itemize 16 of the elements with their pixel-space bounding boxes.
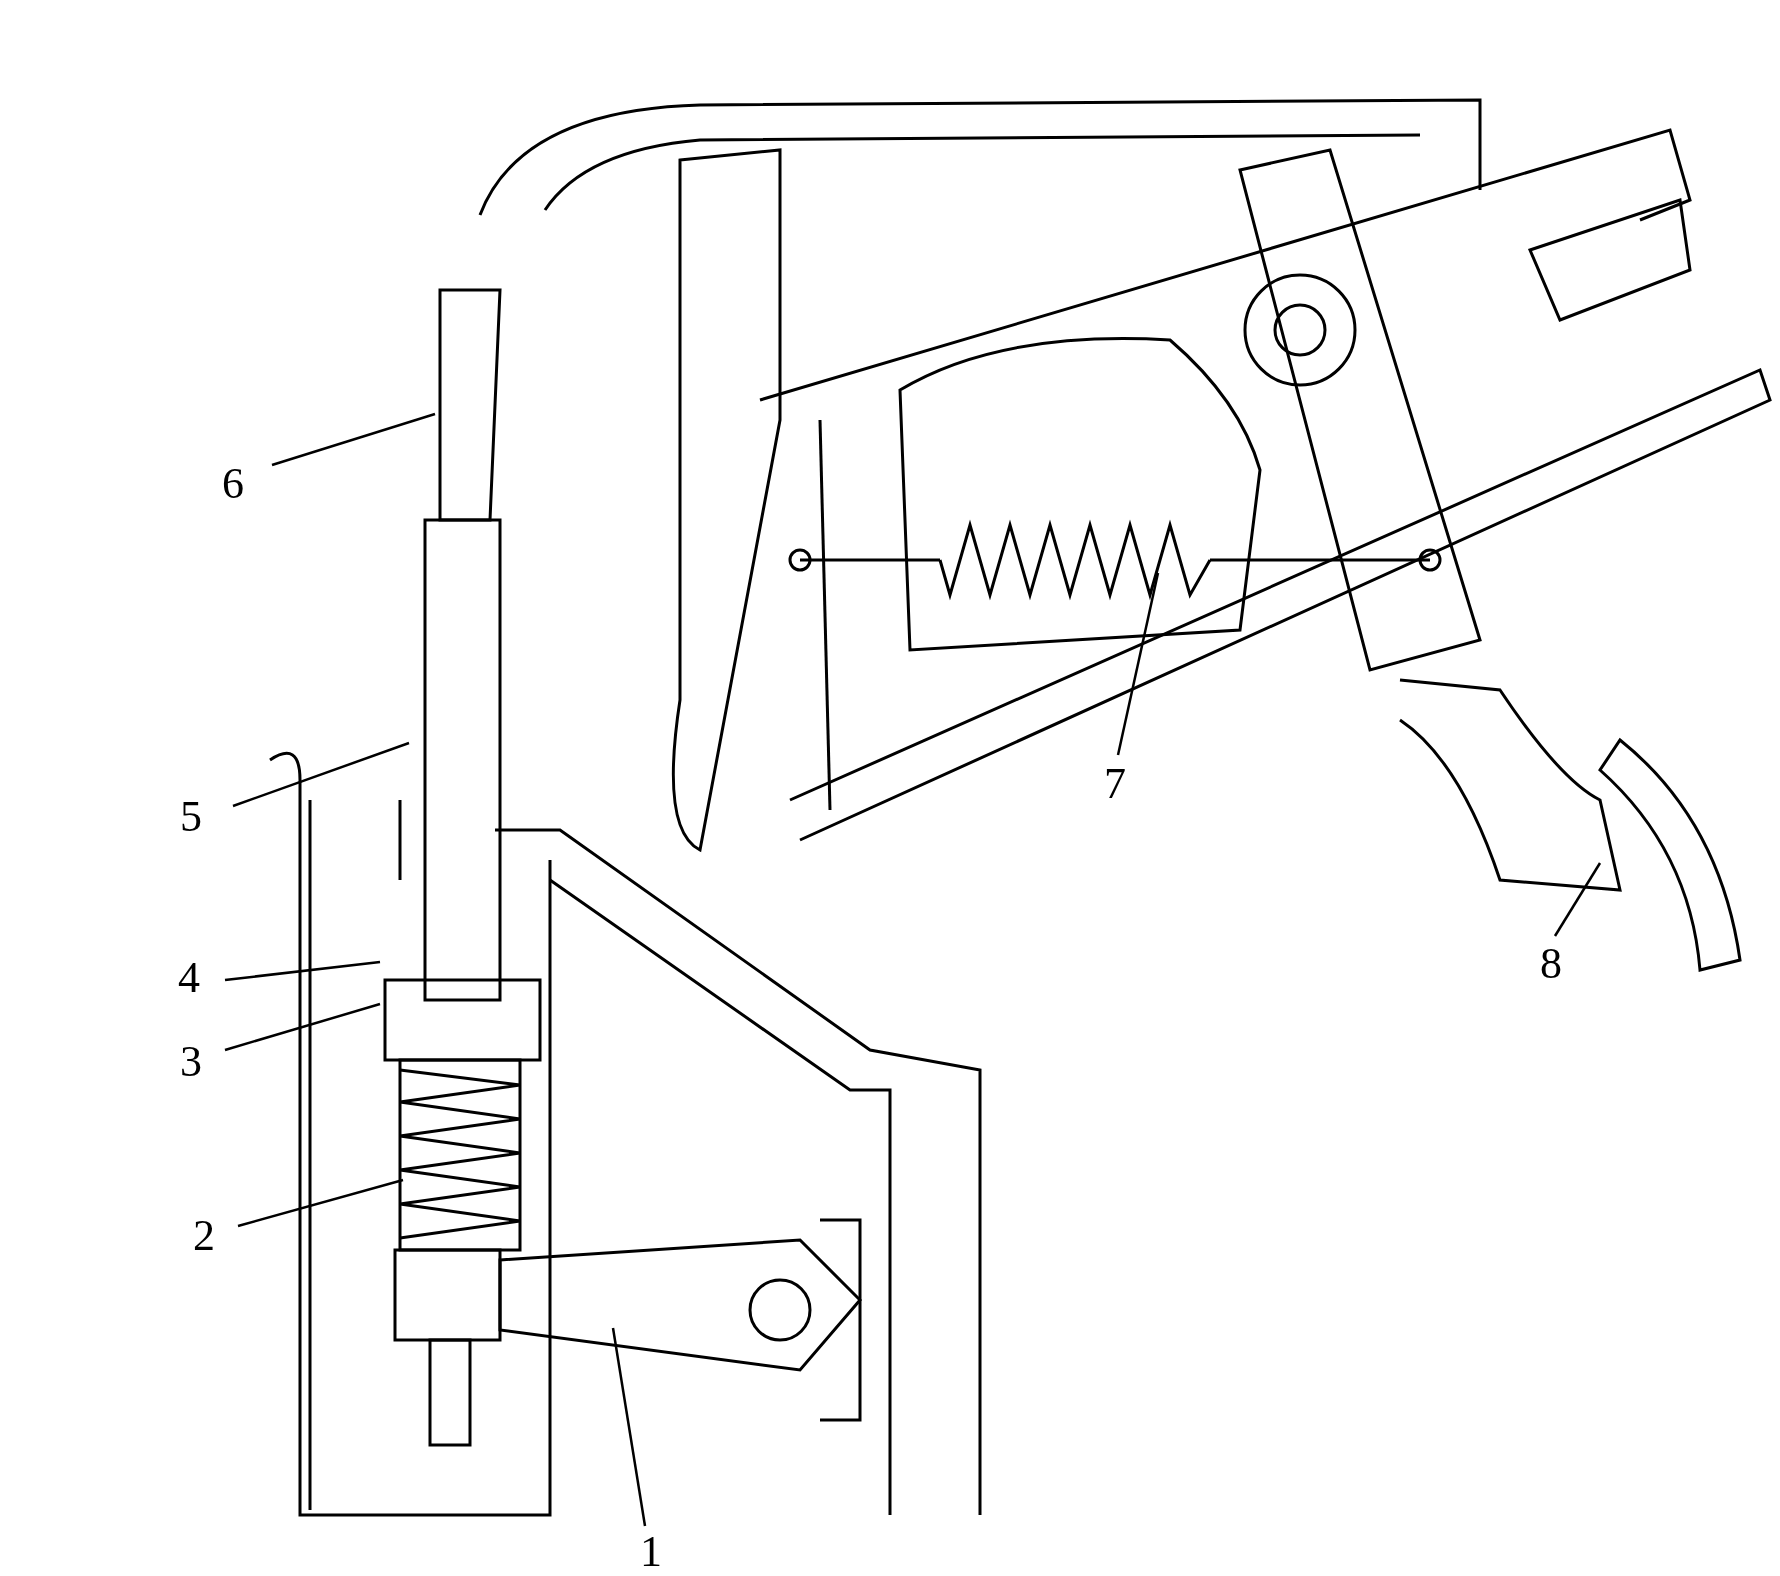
callout-number: 6 [222, 462, 244, 506]
leader-line [224, 1002, 381, 1052]
callout-number: 2 [193, 1214, 215, 1258]
leader-line [232, 741, 410, 808]
leader-line [611, 1327, 647, 1527]
callout-number: 8 [1540, 942, 1562, 986]
callout-number: 5 [180, 795, 202, 839]
leader-line [1553, 862, 1602, 937]
leader-line [224, 960, 381, 982]
callout-number: 1 [640, 1530, 662, 1574]
callout-number: 4 [178, 956, 200, 1000]
callout-number: 7 [1104, 762, 1126, 806]
leader-line [1116, 572, 1160, 756]
leader-line [237, 1178, 404, 1228]
leader-line [271, 412, 436, 467]
callout-number: 3 [180, 1040, 202, 1084]
